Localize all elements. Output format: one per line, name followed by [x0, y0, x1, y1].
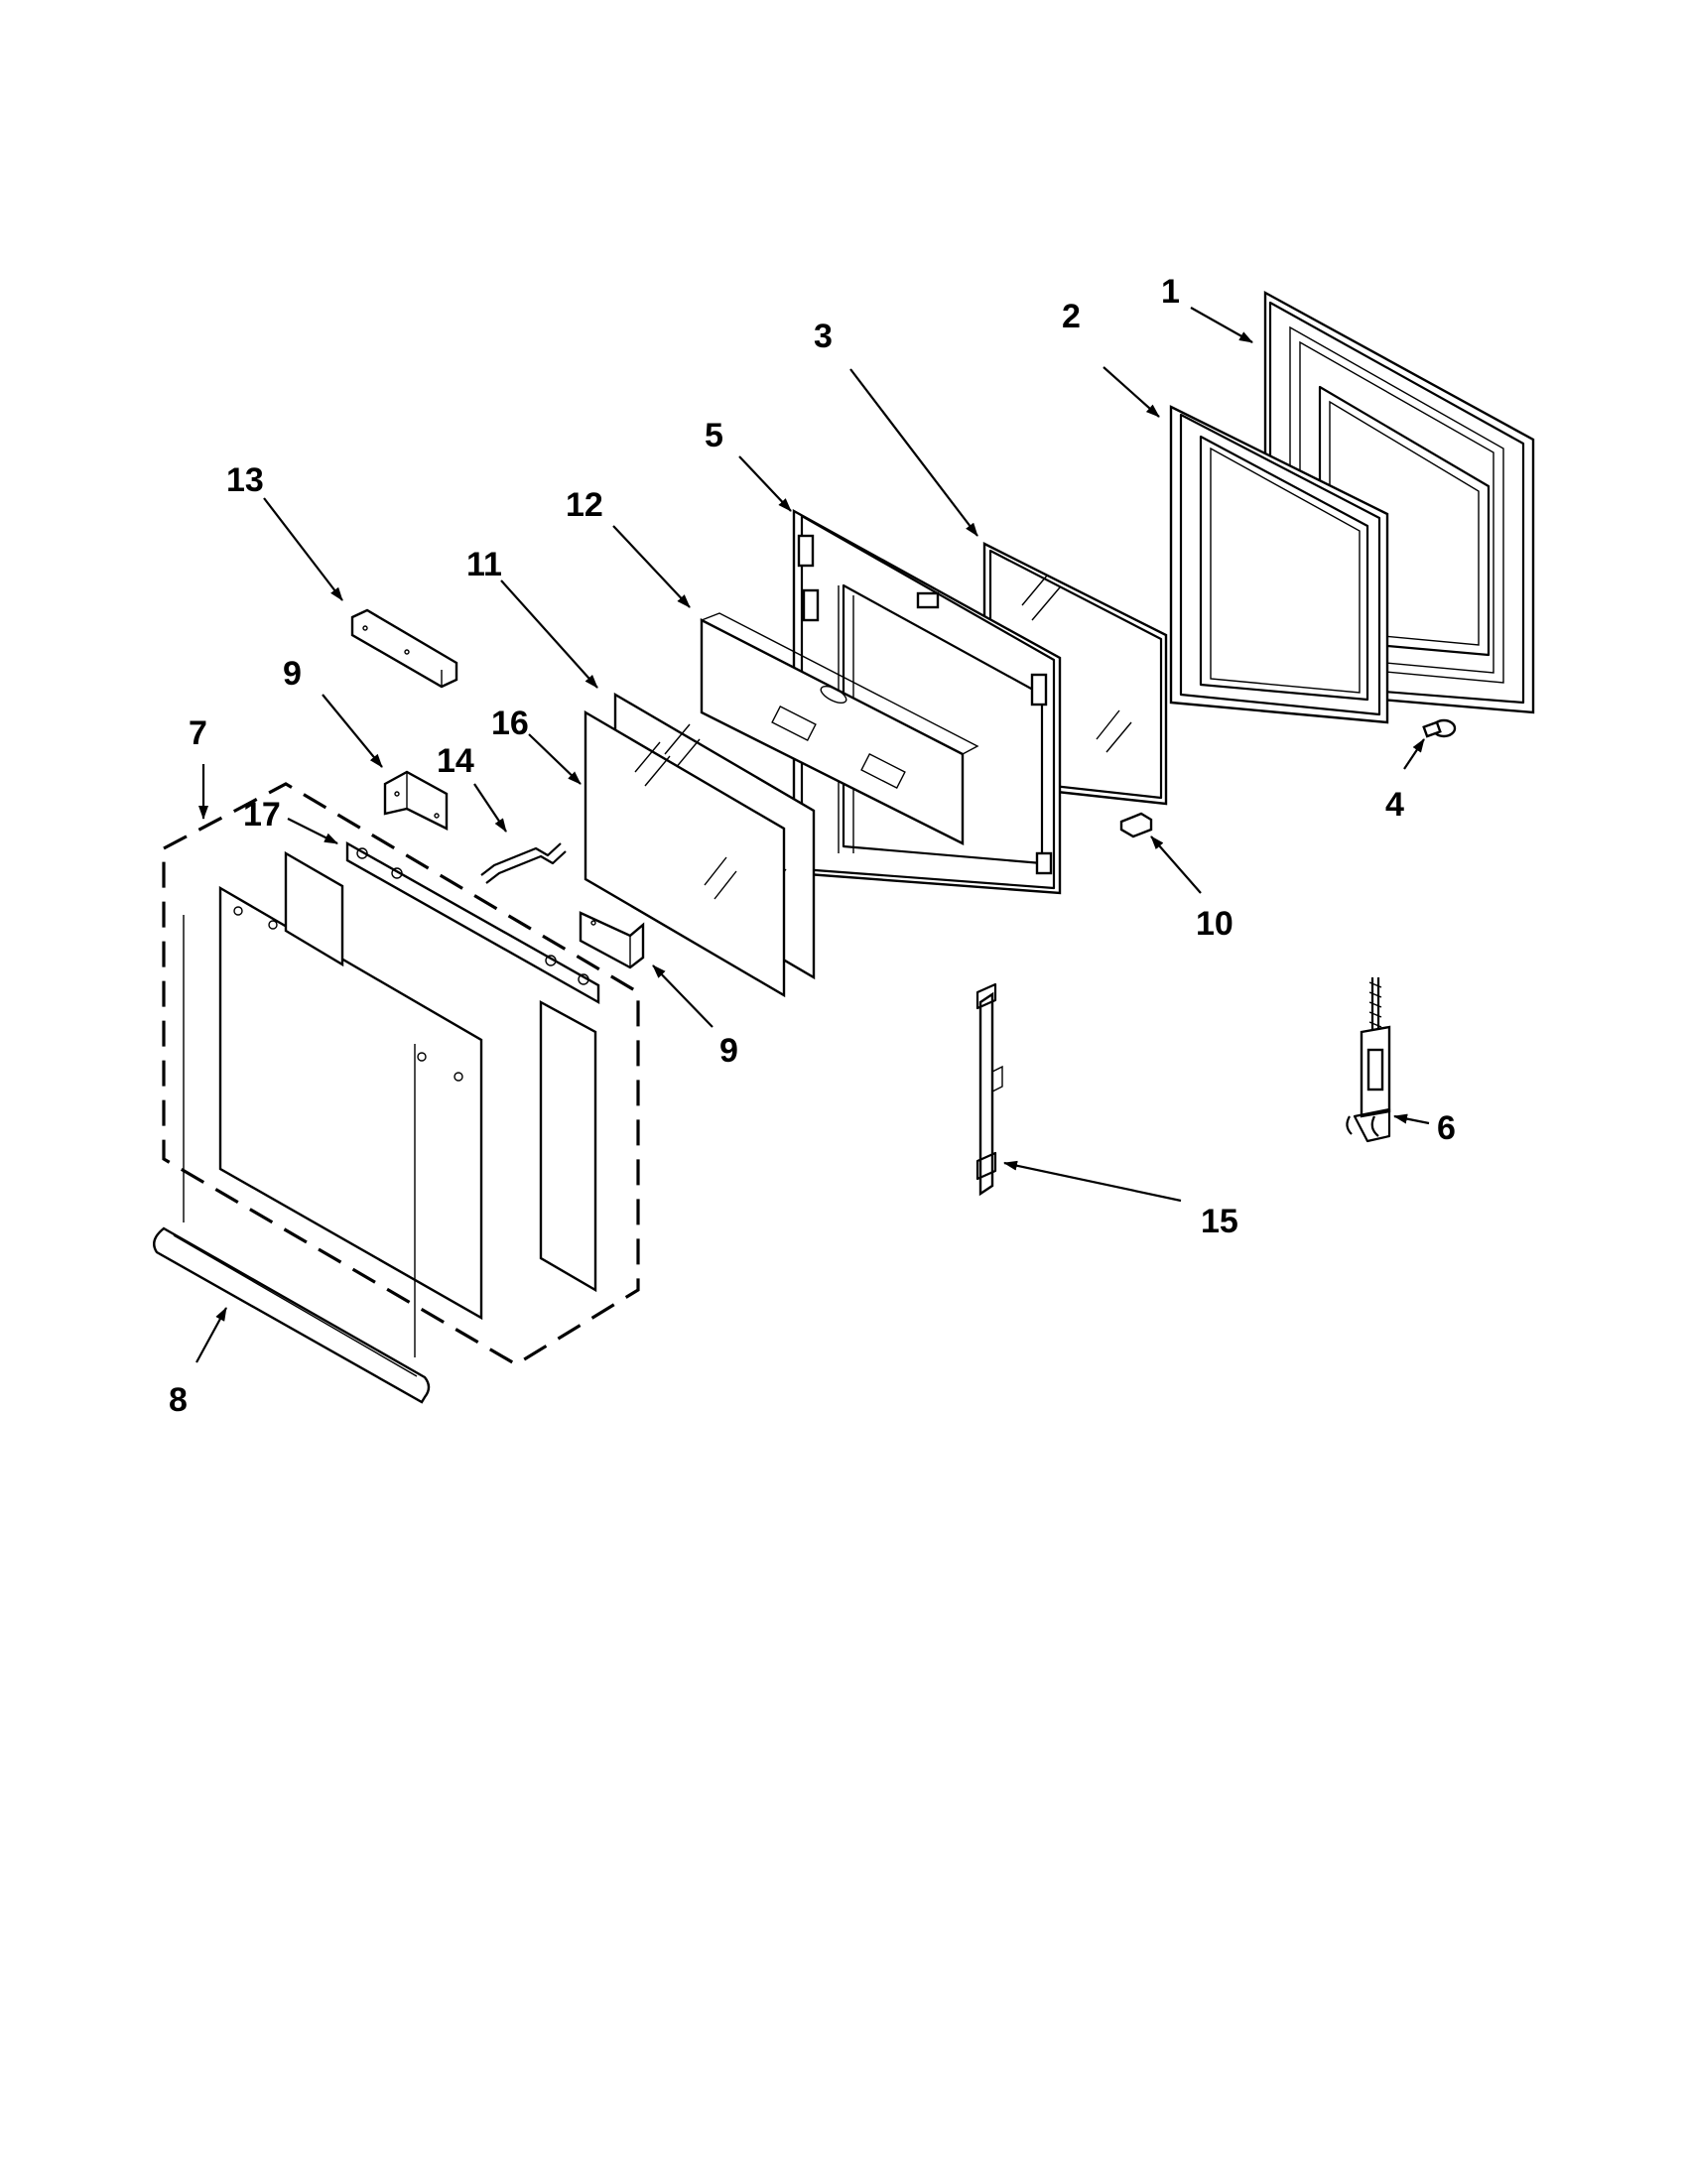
callout-4: 4 [1385, 786, 1404, 824]
part-8-handle [153, 1226, 431, 1404]
part-2-gasket-frame [1169, 405, 1389, 724]
callout-17: 17 [243, 796, 281, 834]
leader-lines [195, 307, 1430, 1363]
part-15-hinge-rail [975, 982, 1003, 1197]
callout-6: 6 [1437, 1109, 1456, 1147]
callout-10: 10 [1196, 905, 1234, 943]
callout-12: 12 [566, 486, 603, 524]
callout-labels: 1 2 3 4 5 6 7 8 9 9 10 11 12 13 14 15 16… [169, 273, 1456, 1419]
part-16-glass-pane [584, 709, 786, 998]
part-17-vent-strip [345, 840, 600, 1005]
callout-7: 7 [189, 714, 207, 752]
callout-14: 14 [437, 742, 474, 780]
part-13-top-bracket [350, 608, 458, 689]
callout-11: 11 [466, 546, 502, 583]
callout-2: 2 [1062, 298, 1081, 335]
callout-9-upper: 9 [283, 655, 302, 693]
part-10-clip [1119, 812, 1153, 838]
callout-8: 8 [169, 1381, 188, 1419]
part-6-latch [1346, 977, 1391, 1143]
part-4-screw [1422, 718, 1457, 738]
callout-1: 1 [1161, 273, 1180, 311]
part-7-outer-door-panel [162, 782, 640, 1366]
callout-3: 3 [814, 318, 833, 355]
callout-15: 15 [1201, 1203, 1238, 1240]
part-14-spring-clip [480, 842, 567, 884]
callout-5: 5 [705, 417, 723, 454]
callout-13: 13 [226, 461, 264, 499]
callout-16: 16 [491, 705, 529, 742]
part-9-bracket-upper [383, 770, 449, 831]
part-12-deflector [700, 612, 979, 845]
part-9-bracket-lower [579, 911, 645, 969]
callout-9-lower: 9 [719, 1032, 738, 1070]
